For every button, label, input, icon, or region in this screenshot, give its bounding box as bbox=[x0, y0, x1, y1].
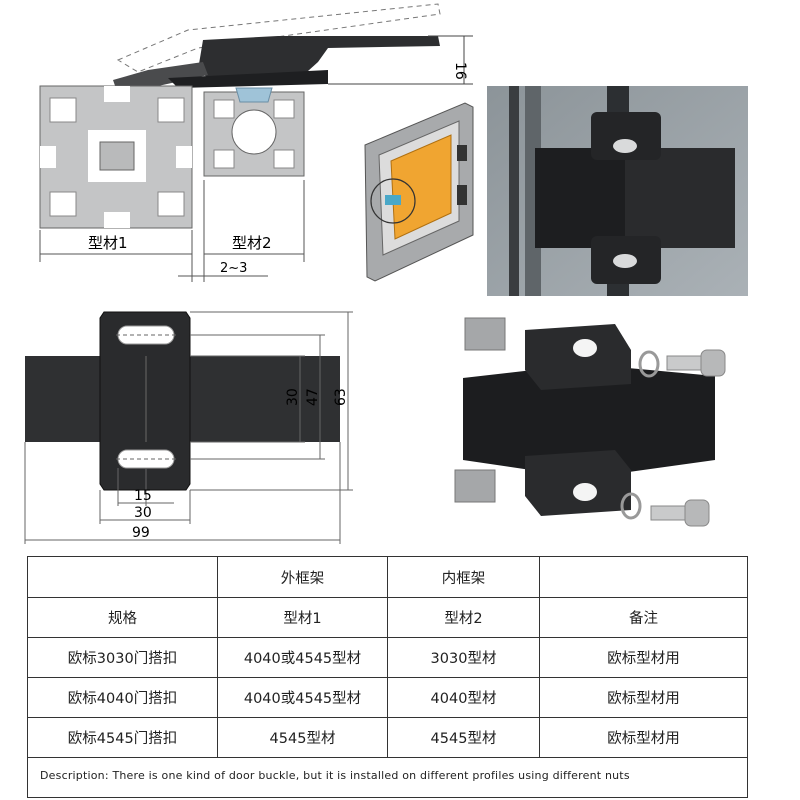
door-frame-illustration bbox=[364, 102, 474, 282]
table-cell: 欧标型材用 bbox=[539, 717, 748, 758]
latch-detail-circle bbox=[370, 178, 416, 224]
table-header-row-2: 规格 型材1 型材2 备注 bbox=[27, 597, 748, 638]
profile-2-section bbox=[203, 87, 305, 177]
profile-1-label: 型材1 bbox=[88, 234, 128, 252]
table-cell: 3030型材 bbox=[387, 637, 540, 678]
table-cell: 欧标4545门搭扣 bbox=[27, 717, 218, 758]
table-cell: 备注 bbox=[539, 597, 748, 638]
description-text: Description: There is one kind of door b… bbox=[40, 769, 630, 782]
dim-47-vertical: 47 bbox=[305, 388, 321, 406]
table-cell: 内框架 bbox=[387, 556, 540, 598]
exploded-latch-photo bbox=[445, 310, 735, 540]
table-row: 欧标4545门搭扣 4545型材 4545型材 欧标型材用 bbox=[27, 717, 748, 758]
latch-body-photo bbox=[463, 364, 715, 478]
washer-bottom bbox=[620, 492, 642, 520]
table-cell: 欧标型材用 bbox=[539, 677, 748, 718]
table-cell: 4545型材 bbox=[387, 717, 540, 758]
height-dimension: 16 bbox=[452, 62, 468, 80]
description-row bbox=[27, 757, 748, 798]
profile-2-label: 型材2 bbox=[232, 234, 272, 252]
table-cell: 欧标4040门搭扣 bbox=[27, 677, 218, 718]
table-row: 欧标4040门搭扣 4040或4545型材 4040型材 欧标型材用 bbox=[27, 677, 748, 718]
profile-1-section bbox=[39, 85, 193, 229]
table-cell: 欧标3030门搭扣 bbox=[27, 637, 218, 678]
spec-table: 外框架 内框架 规格 型材1 型材2 备注 欧标3030门搭扣 4040或454… bbox=[27, 556, 748, 798]
latch-open-outline bbox=[116, 3, 441, 73]
dim-63-vertical: 63 bbox=[333, 388, 349, 406]
table-cell: 4545型材 bbox=[217, 717, 388, 758]
table-cell: 型材2 bbox=[387, 597, 540, 638]
profile-section-drawing: 16 型材1 型材2 2~3 bbox=[39, 3, 473, 282]
table-cell bbox=[27, 556, 218, 598]
description-cell bbox=[27, 757, 748, 798]
dim-99-horizontal: 99 bbox=[132, 525, 150, 541]
dim-15-horizontal: 15 bbox=[134, 488, 152, 504]
table-cell: 欧标型材用 bbox=[539, 637, 748, 678]
t-nut-bottom bbox=[454, 469, 496, 503]
installed-latch-photo bbox=[487, 86, 748, 296]
table-cell bbox=[539, 556, 748, 598]
table-cell: 4040或4545型材 bbox=[217, 677, 388, 718]
table-cell: 4040或4545型材 bbox=[217, 637, 388, 678]
t-nut-top bbox=[464, 317, 506, 351]
table-cell: 4040型材 bbox=[387, 677, 540, 718]
table-cell: 外框架 bbox=[217, 556, 388, 598]
gap-dimension: 2~3 bbox=[220, 261, 247, 276]
blue-latch-marker bbox=[385, 195, 401, 205]
table-row: 欧标3030门搭扣 4040或4545型材 3030型材 欧标型材用 bbox=[27, 637, 748, 678]
dim-30-horizontal: 30 bbox=[134, 505, 152, 521]
dim-30-vertical: 30 bbox=[285, 388, 301, 406]
front-view-drawing: 30 47 63 15 30 99 bbox=[24, 311, 353, 544]
table-cell: 型材1 bbox=[217, 597, 388, 638]
table-cell: 规格 bbox=[27, 597, 218, 638]
table-header-row-1: 外框架 内框架 bbox=[27, 556, 748, 598]
washer-top bbox=[638, 350, 660, 378]
latch-plate bbox=[99, 311, 191, 491]
